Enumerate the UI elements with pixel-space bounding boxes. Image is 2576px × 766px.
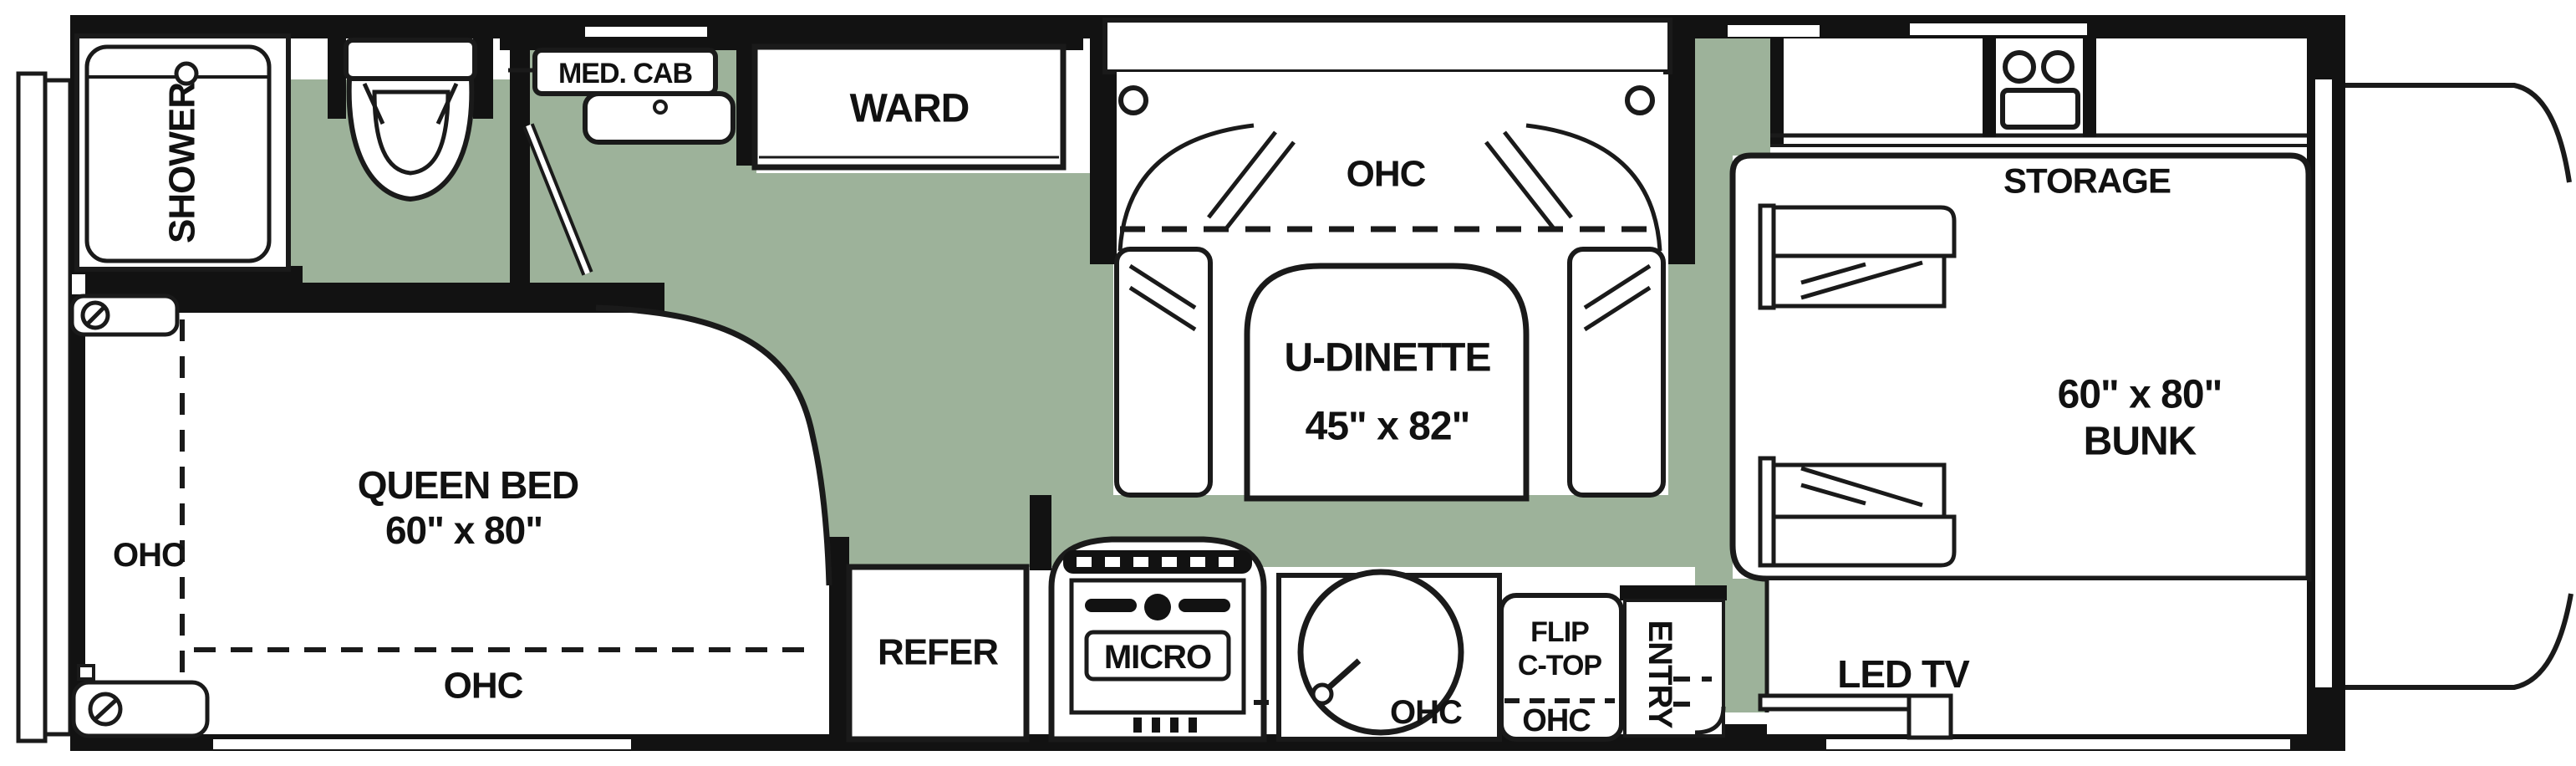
table-leg-icon (1118, 85, 1148, 115)
entry-door-well: ENTRY (1623, 599, 1726, 738)
table-leg-icon (1625, 85, 1655, 115)
range-sink (2000, 88, 2080, 130)
faucet-icon (653, 100, 668, 115)
kitchen-counter (1770, 38, 2307, 147)
storage-label: STORAGE (2003, 161, 2171, 201)
led-tv-label: LED TV (1837, 652, 1970, 696)
flip-label-2: C-TOP (1518, 650, 1601, 682)
rear-bumper (16, 71, 73, 743)
bunk-size-label: 60" x 80" (2058, 373, 2222, 417)
wall-counter-left (1770, 38, 1784, 147)
burner-icon (1144, 594, 1171, 620)
window-bath (585, 27, 707, 37)
dinette-bench-left (1114, 247, 1213, 498)
toilet (344, 38, 477, 202)
dinette-name-label: U-DINETTE (1285, 336, 1491, 380)
wall-bath-divider (510, 37, 530, 286)
bed-corner-fitting (71, 664, 210, 738)
medicine-cabinet: MED. CAB (508, 48, 736, 145)
dinette-bench-right (1567, 247, 1666, 498)
bedroom: OHC QUEEN BED 60" x 80" OHC (69, 294, 819, 738)
queen-bed-size-label: 60" x 80" (385, 508, 542, 552)
bench-corner-left (1117, 123, 1255, 252)
cooktop-burner-icon (2041, 50, 2075, 84)
hall-floor (512, 40, 1695, 585)
refrigerator (846, 564, 1030, 743)
bedroom-ohc-left-label: OHC (113, 537, 185, 574)
flip-countertop: FLIP C-TOP OHC (1499, 593, 1624, 742)
ward-label: WARD (850, 87, 970, 131)
wall-dinette-right (1668, 20, 1695, 264)
bunk-ladder-lower (1758, 456, 1957, 568)
window-aisle (1728, 25, 1820, 37)
cab-outline (2345, 83, 2573, 690)
tv-shelf (1758, 693, 1953, 740)
dinette-table: U-DINETTE 45" x 82" (1244, 263, 1530, 502)
faucet-icon (1311, 682, 1334, 706)
shower-label: SHOWER (162, 83, 203, 243)
wardrobe: WARD (751, 43, 1067, 171)
queen-bed-label: QUEEN BED (358, 463, 578, 507)
bathroom-door (522, 123, 593, 276)
entry-label: ENTRY (1642, 620, 1678, 728)
entry-door-arc (1694, 706, 1726, 735)
bunk-area: STORAGE 60" x 80" BUNK LED TV (1729, 152, 2312, 740)
entry-floor (1725, 579, 1767, 712)
window-kitchen (1910, 23, 2087, 35)
cooktop-burner-icon (2003, 50, 2036, 84)
wall-entry-top (1620, 585, 1727, 600)
kitchen-sink (1297, 569, 1464, 736)
window-rear (72, 274, 85, 294)
dinette-ohc-label: OHC (1347, 154, 1426, 195)
bedroom-partition-curve (595, 304, 832, 586)
cab-doorway-slit (2315, 79, 2332, 687)
flip-ohc-label: OHC (1522, 703, 1591, 738)
bench-corner-right (1525, 123, 1662, 252)
shower-stall: SHOWER (74, 33, 291, 272)
micro-range: MICRO (1048, 536, 1267, 743)
bedroom-ohc-foot-label: OHC (444, 666, 523, 707)
bunk-ladder-upper (1758, 203, 1957, 310)
slideout-wall (1102, 18, 1672, 74)
window-bed (213, 739, 631, 749)
sink-counter: OHC (1254, 569, 1502, 742)
micro-label: MICRO (1104, 639, 1211, 676)
wall-toilet-left (328, 37, 346, 119)
shower-drain-icon (174, 61, 199, 86)
wall-refer-micro (1030, 495, 1051, 570)
refer-label: REFER (878, 632, 998, 673)
bunk-name-label: BUNK (2084, 420, 2197, 464)
flip-label-1: FLIP (1530, 616, 1589, 648)
dinette-slideout: OHC U-DINETTE 45" x 82" (1102, 18, 1672, 502)
interior-walls (70, 20, 1815, 751)
med-cab-label: MED. CAB (558, 58, 693, 89)
dinette-size-label: 45" x 82" (1306, 405, 1470, 449)
galley: REFER MICRO (846, 536, 1624, 743)
sink-ohc-label: OHC (1390, 694, 1462, 731)
window-bunk (1826, 739, 2290, 749)
dinette-ohc-area (1117, 72, 1663, 229)
aisle-floor-top (1695, 37, 1770, 156)
wall-refer-left (829, 537, 849, 741)
windows (72, 23, 2332, 749)
lav-sink (583, 91, 736, 145)
rear-corner-fitting (69, 294, 180, 337)
aisle-floor (1695, 156, 1733, 599)
